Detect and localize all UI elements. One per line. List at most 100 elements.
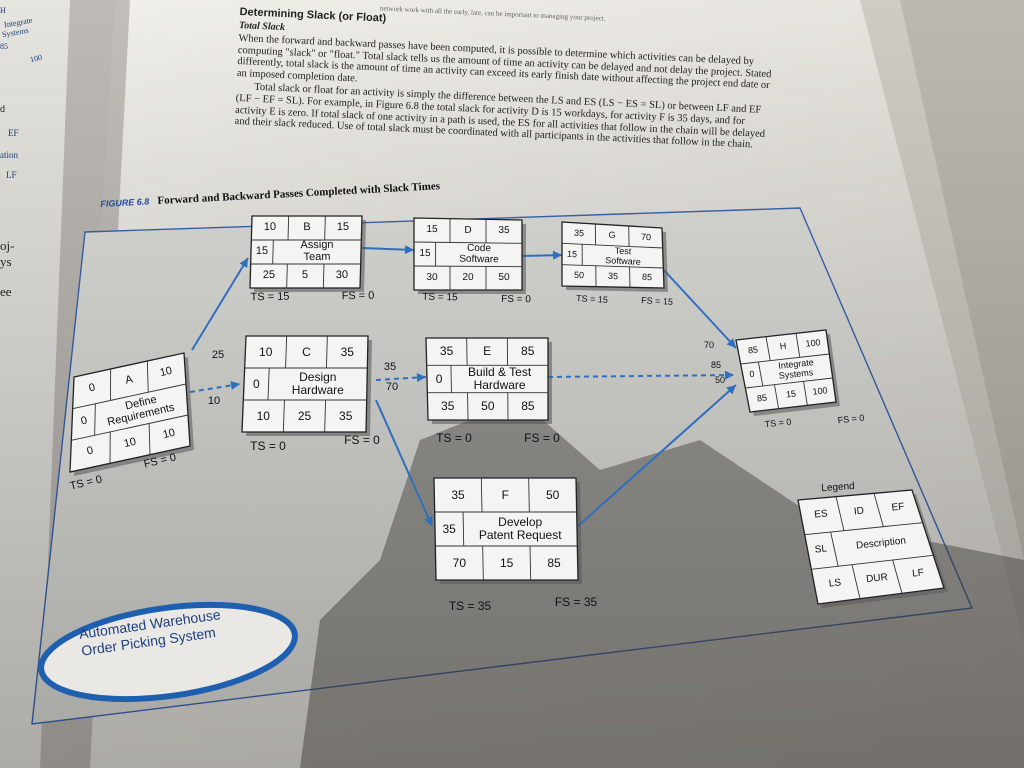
node-f-ef: 50 bbox=[545, 487, 560, 502]
node-g-row-line-1 bbox=[561, 242, 663, 249]
legend-top-divider-1 bbox=[835, 496, 845, 531]
node-a-row-line-1 bbox=[72, 383, 187, 410]
arrow-g-to-h-head bbox=[726, 338, 736, 348]
node-b-mid-divider bbox=[272, 239, 274, 265]
node-c-ls: 10 bbox=[256, 408, 270, 423]
node-c-desc-line-2: Hardware bbox=[291, 383, 344, 398]
node-f-free-slack: FS = 35 bbox=[554, 594, 598, 609]
arrow-e-to-h bbox=[547, 374, 735, 378]
node-b-desc-line-2: Team bbox=[303, 250, 331, 264]
node-b-bottom-divider-1 bbox=[286, 263, 288, 289]
node-h-row-line-2 bbox=[745, 377, 833, 389]
node-e-mid-divider bbox=[450, 365, 452, 393]
node-c-lf: 35 bbox=[339, 408, 353, 423]
node-c-bottom-divider-2 bbox=[324, 399, 327, 433]
node-e-dur: 50 bbox=[481, 398, 495, 413]
node-h-top-divider-2 bbox=[795, 333, 801, 358]
arrow-a-to-b-head bbox=[239, 258, 248, 269]
node-d-row-line-2 bbox=[413, 265, 523, 268]
left-page-legend-ef: EF bbox=[8, 128, 19, 138]
arrow-f-to-h-head bbox=[726, 385, 736, 395]
node-a-bottom-divider-2 bbox=[148, 423, 151, 455]
legend-bottom-divider-2 bbox=[892, 559, 903, 594]
node-h-bottom-divider-1 bbox=[774, 384, 780, 409]
node-c-es: 10 bbox=[259, 344, 273, 359]
node-f-bottom-divider-2 bbox=[529, 545, 532, 581]
node-h-row-line-1 bbox=[740, 353, 830, 365]
node-a-row-line-2 bbox=[71, 414, 189, 441]
left-page-word-2: oj- bbox=[0, 238, 15, 253]
node-e-sl: 0 bbox=[435, 371, 443, 386]
arrow-label-c-to-e-top: 35 bbox=[383, 361, 397, 374]
arrow-e-to-h-head bbox=[724, 370, 734, 380]
node-f-top-divider-2 bbox=[528, 477, 530, 513]
node-c-desc-line-1: Design bbox=[299, 369, 337, 384]
arrow-c-to-e-head bbox=[416, 373, 426, 383]
arrow-f-to-h bbox=[577, 384, 737, 527]
node-e-lf: 85 bbox=[521, 398, 535, 413]
node-f-top-divider-1 bbox=[480, 477, 483, 513]
node-f-mid-divider bbox=[462, 511, 465, 547]
arrow-a-to-c-head bbox=[230, 380, 240, 390]
legend-row-line-2 bbox=[811, 554, 934, 570]
node-f-lf: 85 bbox=[547, 555, 561, 570]
arrow-a-to-b bbox=[191, 257, 249, 351]
node-e-ls: 35 bbox=[441, 398, 455, 413]
legend-bottom-divider-1 bbox=[851, 564, 861, 599]
arrow-d-to-g-head bbox=[552, 250, 562, 260]
node-e-desc-line-1: Build & Test bbox=[468, 364, 532, 379]
left-page-node-ls: 85 bbox=[0, 42, 8, 51]
node-c-bottom-divider-1 bbox=[282, 399, 285, 433]
node-c-free-slack: FS = 0 bbox=[344, 432, 380, 447]
arrow-label-c-to-e-bottom: 70 bbox=[385, 381, 399, 394]
node-h-mid-divider bbox=[757, 361, 764, 387]
node-f-desc-line-1: Develop bbox=[498, 514, 543, 529]
left-page-word-1: d bbox=[0, 104, 5, 115]
legend-row-line-1 bbox=[804, 522, 923, 536]
arrow-label-a-to-c: 10 bbox=[207, 395, 221, 408]
node-c-id: C bbox=[302, 344, 311, 359]
arrow-label-into-h-mid: 85 bbox=[710, 360, 721, 371]
node-c-sl: 0 bbox=[252, 376, 260, 391]
node-e-id: E bbox=[483, 344, 492, 359]
node-c-total-slack: TS = 0 bbox=[250, 438, 286, 453]
node-g-row-line-2 bbox=[561, 264, 664, 269]
node-d-row-line-1 bbox=[413, 241, 523, 244]
node-b-top-divider-1 bbox=[287, 215, 290, 241]
arrow-c-to-f bbox=[375, 399, 433, 527]
node-c-ef: 35 bbox=[340, 344, 354, 359]
node-a-top-divider-2 bbox=[146, 360, 149, 393]
node-f-desc-line-2: Patent Request bbox=[478, 528, 562, 543]
arrow-label-a-to-b: 25 bbox=[211, 349, 225, 362]
left-page-word-3: ys bbox=[0, 254, 12, 269]
node-f-bottom-divider-1 bbox=[482, 545, 484, 581]
arrow-label-into-h-top: 70 bbox=[703, 340, 714, 351]
node-c-dur: 25 bbox=[297, 408, 312, 423]
legend-mid-divider bbox=[830, 531, 839, 567]
node-a-mid-divider bbox=[94, 403, 96, 436]
node-e-free-slack: FS = 0 bbox=[524, 430, 560, 445]
node-b-bottom-divider-2 bbox=[322, 263, 325, 289]
node-b-top-divider-2 bbox=[324, 215, 326, 241]
node-f-total-slack: TS = 35 bbox=[448, 598, 492, 613]
node-e-ef: 85 bbox=[521, 344, 535, 359]
node-c-top-divider-2 bbox=[325, 335, 328, 369]
arrow-c-to-f-head bbox=[424, 515, 433, 526]
node-h-bottom-divider-2 bbox=[803, 381, 808, 406]
arrow-b-to-d-head bbox=[404, 245, 414, 255]
node-h-top-divider-1 bbox=[765, 336, 771, 361]
legend-top-divider-2 bbox=[873, 493, 884, 527]
arrow-g-to-h bbox=[661, 267, 737, 349]
node-f-dur: 15 bbox=[499, 555, 514, 570]
node-f-sl: 35 bbox=[442, 521, 456, 536]
node-f-ls: 70 bbox=[452, 555, 466, 570]
node-f-es: 35 bbox=[451, 487, 465, 502]
node-f-id: F bbox=[501, 487, 509, 502]
node-e-total-slack: TS = 0 bbox=[436, 430, 472, 445]
left-page-word-4: ee bbox=[0, 284, 12, 299]
arrow-label-into-h-bottom: 50 bbox=[714, 375, 725, 386]
left-page-legend-desc: ation bbox=[0, 150, 18, 160]
